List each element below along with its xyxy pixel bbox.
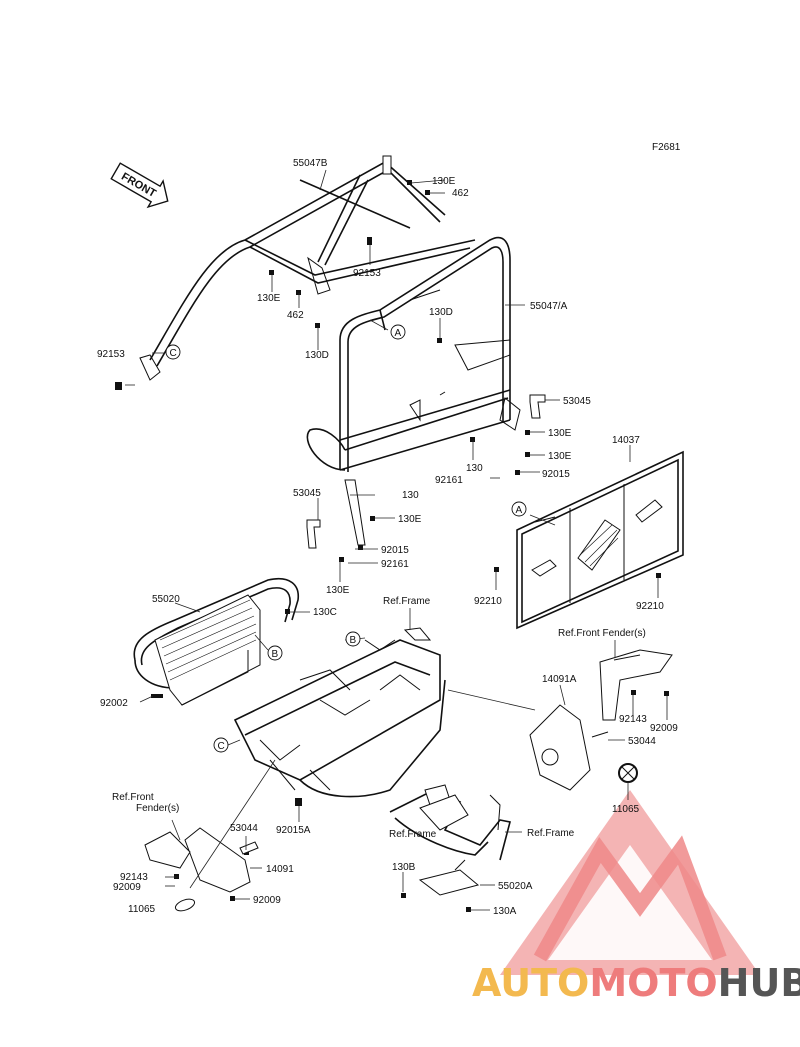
callout-b-lower-label: B (272, 649, 279, 660)
front-arrow-icon: FRONT (110, 162, 169, 209)
label-ref-frame-top: Ref.Frame (383, 596, 431, 607)
label-53044-left: 53044 (230, 823, 258, 834)
label-53045-left: 53045 (293, 488, 321, 499)
label-92009-right: 92009 (650, 723, 678, 734)
label-92161-left: 92161 (381, 559, 409, 570)
watermark-moto: MOTO (589, 961, 717, 1005)
label-462-top: 462 (452, 188, 469, 199)
label-92210-right: 92210 (636, 601, 664, 612)
label-14091A: 14091A (542, 674, 577, 685)
callout-a-lower: A (511, 501, 527, 517)
roll-cage-top-55047B (139, 155, 476, 381)
watermark-auto: AUTO (472, 961, 589, 1005)
frame-assembly (233, 627, 446, 798)
label-130C: 130C (313, 607, 337, 618)
label-92009-left2: 92009 (253, 895, 281, 906)
label-130E-l2: 130E (326, 585, 350, 596)
callout-c-upper-label: C (170, 348, 177, 359)
part-labels: 55047B 130E 462 92153 130E 462 130D 5504… (97, 158, 678, 917)
label-92015-left: 92015 (381, 545, 409, 556)
callout-c-upper: C (165, 344, 181, 360)
label-130E-left: 130E (257, 293, 281, 304)
label-92161-right: 92161 (435, 475, 463, 486)
watermark-hub: HUB (718, 961, 800, 1005)
label-130A: 130A (493, 906, 517, 917)
label-92009-left1: 92009 (113, 882, 141, 893)
label-130E-l1: 130E (398, 514, 422, 525)
label-55020: 55020 (152, 594, 180, 605)
bolts (115, 180, 669, 912)
fender-panel-14091 (144, 827, 259, 912)
callout-b-lower: B (267, 645, 283, 661)
callout-b-upper: B (345, 631, 361, 647)
grommet-11065-right (618, 763, 638, 783)
label-130E-top: 130E (432, 176, 456, 187)
label-92153-mid: 92153 (353, 268, 381, 279)
label-11065-left: 11065 (128, 904, 156, 915)
label-130E-r2: 130E (548, 451, 572, 462)
lower-bracket-55020A (389, 784, 511, 896)
label-92143-right: 92143 (619, 714, 647, 725)
label-53045-right: 53045 (563, 396, 591, 407)
bracket-53045-right (529, 394, 546, 419)
label-55020A: 55020A (498, 881, 533, 892)
label-130B: 130B (392, 862, 416, 873)
leader-lines (125, 169, 668, 911)
diagram-id: F2681 (652, 142, 681, 153)
label-ref-front-fender-right: Ref.Front Fender(s) (558, 628, 646, 639)
label-92015-right: 92015 (542, 469, 570, 480)
label-55047A: 55047/A (530, 301, 568, 312)
label-92002: 92002 (100, 698, 128, 709)
label-130D-left: 130D (305, 350, 329, 361)
label-ref-front-fender-left-1: Ref.Front (112, 792, 154, 803)
callout-a-lower-label: A (516, 505, 523, 516)
label-11065-right: 11065 (612, 804, 640, 815)
callout-a-upper-label: A (395, 328, 402, 339)
label-53044-right: 53044 (628, 736, 656, 747)
callout-b-upper-label: B (350, 635, 357, 646)
label-14037: 14037 (612, 435, 640, 446)
callout-c-lower: C (213, 737, 229, 753)
callout-c-lower-label: C (218, 741, 225, 752)
label-130-right: 130 (466, 463, 483, 474)
label-130E-r1: 130E (548, 428, 572, 439)
label-92143-left: 92143 (120, 872, 148, 883)
label-14091: 14091 (266, 864, 294, 875)
label-130-left: 130 (402, 490, 419, 501)
label-ref-frame-bottom-2: Ref.Frame (527, 828, 575, 839)
label-130D-right: 130D (429, 307, 453, 318)
rear-net-14037 (516, 450, 684, 630)
front-bumper-55020 (133, 578, 299, 706)
bracket-53045-left (306, 519, 321, 549)
fender-panel-14091A (529, 649, 673, 791)
label-462-left: 462 (287, 310, 304, 321)
label-92015A: 92015A (276, 825, 311, 836)
roll-cage-main-55047A (306, 236, 521, 546)
label-ref-front-fender-left-2: Fender(s) (136, 803, 179, 814)
callout-a-upper: A (390, 324, 406, 340)
label-55047B: 55047B (293, 158, 328, 169)
watermark-logo: AUTOMOTOHUB (472, 790, 800, 1005)
label-92210-left: 92210 (474, 596, 502, 607)
label-ref-frame-bottom: Ref.Frame (389, 829, 437, 840)
svg-text:AUTOMOTOHUB: AUTOMOTOHUB (472, 961, 800, 1005)
label-92153-left: 92153 (97, 349, 125, 360)
